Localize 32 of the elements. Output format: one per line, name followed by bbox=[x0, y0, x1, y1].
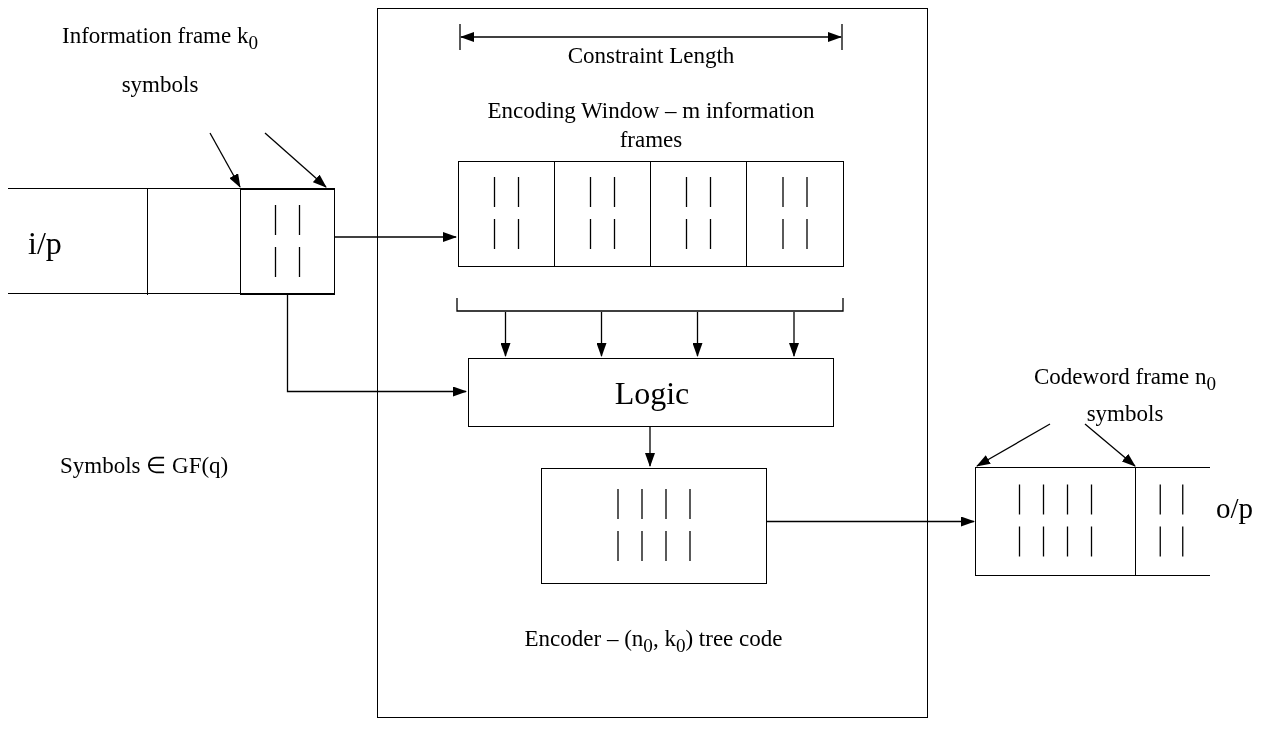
leader-arrow bbox=[209, 132, 241, 188]
logic-box bbox=[468, 358, 834, 427]
codeword-frame-cell bbox=[975, 467, 1136, 576]
arrow bbox=[596, 311, 607, 357]
arrow bbox=[789, 311, 799, 357]
information-frame-cell bbox=[240, 189, 335, 295]
encoder-output-buffer bbox=[541, 468, 767, 584]
arrow bbox=[692, 311, 703, 357]
node-label: i/p bbox=[28, 224, 63, 262]
frame-cell bbox=[458, 161, 555, 267]
encoding-window: Encoding Window – m information frames bbox=[458, 96, 844, 154]
information-frame-caption: Information frame k$_{0}$ symbols bbox=[60, 22, 260, 99]
node-label: Encoder – (n$_{0}$, k$_{0}$) tree code bbox=[523, 625, 784, 658]
formula-text: Symbols ∈ GF(q) bbox=[60, 452, 230, 480]
arrow bbox=[286, 293, 467, 397]
leader-arrow bbox=[976, 423, 1051, 467]
arrow bbox=[334, 232, 457, 242]
node-label: Logic bbox=[613, 374, 691, 412]
frame-cell bbox=[746, 161, 844, 267]
arrow bbox=[645, 425, 655, 467]
frame-cell bbox=[650, 161, 747, 267]
encoder-box bbox=[377, 8, 928, 718]
codeword-frame-caption: Codeword frame n$_{0}$ symbols bbox=[1033, 363, 1217, 428]
leader-arrow bbox=[264, 132, 327, 188]
leader-arrow bbox=[1084, 423, 1136, 467]
output-label: o/p bbox=[1216, 494, 1255, 522]
input-register bbox=[8, 188, 335, 294]
register-cell bbox=[1135, 467, 1210, 576]
dimension-label: Constraint Length bbox=[566, 42, 736, 70]
arrow bbox=[500, 311, 511, 357]
frame-cell bbox=[554, 161, 651, 267]
arrow bbox=[765, 516, 975, 527]
